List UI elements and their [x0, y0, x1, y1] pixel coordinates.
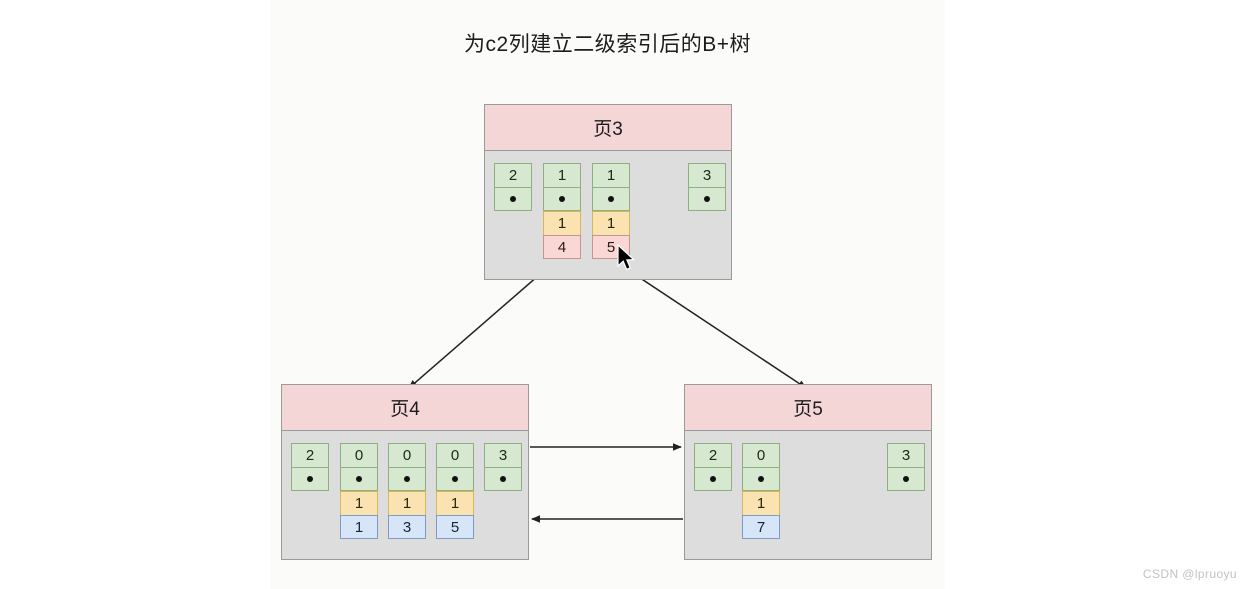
page-header-page4: 页4 — [282, 385, 528, 431]
record-value-cell: 5 — [436, 515, 474, 539]
page-title: 为c2列建立二级索引后的B+树 — [464, 33, 751, 56]
page-header-page5: 页5 — [685, 385, 931, 431]
record-value-cell: 1 — [340, 491, 378, 515]
record-value-cell: 2 — [291, 443, 329, 467]
record-pointer-cell — [887, 467, 925, 491]
record-pointer-cell — [688, 187, 726, 211]
record-value-cell: 3 — [484, 443, 522, 467]
pointer-dot-icon — [608, 196, 614, 202]
record-pointer-cell — [388, 467, 426, 491]
record-value-cell: 0 — [388, 443, 426, 467]
record-value-cell: 3 — [887, 443, 925, 467]
page3-record-max[interactable]: 3 — [688, 163, 726, 211]
pointer-dot-icon — [356, 476, 362, 482]
pointer-dot-icon — [452, 476, 458, 482]
record-value-cell: 1 — [543, 163, 581, 187]
record-value-cell: 2 — [694, 443, 732, 467]
record-value-cell: 1 — [340, 515, 378, 539]
record-pointer-cell — [742, 467, 780, 491]
record-value-cell: 1 — [543, 211, 581, 235]
record-value-cell: 0 — [340, 443, 378, 467]
page5-record-max[interactable]: 3 — [887, 443, 925, 491]
record-value-cell: 1 — [592, 211, 630, 235]
watermark: CSDN @lpruoyu — [1142, 567, 1237, 581]
record-value-cell: 0 — [436, 443, 474, 467]
page3-record-min[interactable]: 2 — [494, 163, 532, 211]
pointer-dot-icon — [758, 476, 764, 482]
pointer-dot-icon — [710, 476, 716, 482]
page-header-page3: 页3 — [485, 105, 731, 151]
record-pointer-cell — [340, 467, 378, 491]
record-pointer-cell — [592, 187, 630, 211]
pointer-dot-icon — [307, 476, 313, 482]
pointer-dot-icon — [510, 196, 516, 202]
pointer-dot-icon — [404, 476, 410, 482]
record-value-cell: 4 — [543, 235, 581, 259]
record-value-cell: 1 — [436, 491, 474, 515]
record-value-cell: 2 — [494, 163, 532, 187]
record-value-cell: 3 — [388, 515, 426, 539]
record-value-cell: 7 — [742, 515, 780, 539]
record-value-cell: 3 — [688, 163, 726, 187]
record-value-cell: 1 — [388, 491, 426, 515]
record-value-cell: 1 — [742, 491, 780, 515]
page4-record-max[interactable]: 3 — [484, 443, 522, 491]
record-pointer-cell — [484, 467, 522, 491]
pointer-dot-icon — [559, 196, 565, 202]
record-pointer-cell — [543, 187, 581, 211]
record-value-cell: 1 — [592, 163, 630, 187]
record-pointer-cell — [436, 467, 474, 491]
pointer-dot-icon — [500, 476, 506, 482]
record-pointer-cell — [291, 467, 329, 491]
page4-record-min[interactable]: 2 — [291, 443, 329, 491]
record-pointer-cell — [694, 467, 732, 491]
page5-record-min[interactable]: 2 — [694, 443, 732, 491]
pointer-dot-icon — [903, 476, 909, 482]
record-value-cell: 5 — [592, 235, 630, 259]
pointer-dot-icon — [704, 196, 710, 202]
record-value-cell: 0 — [742, 443, 780, 467]
record-pointer-cell — [494, 187, 532, 211]
